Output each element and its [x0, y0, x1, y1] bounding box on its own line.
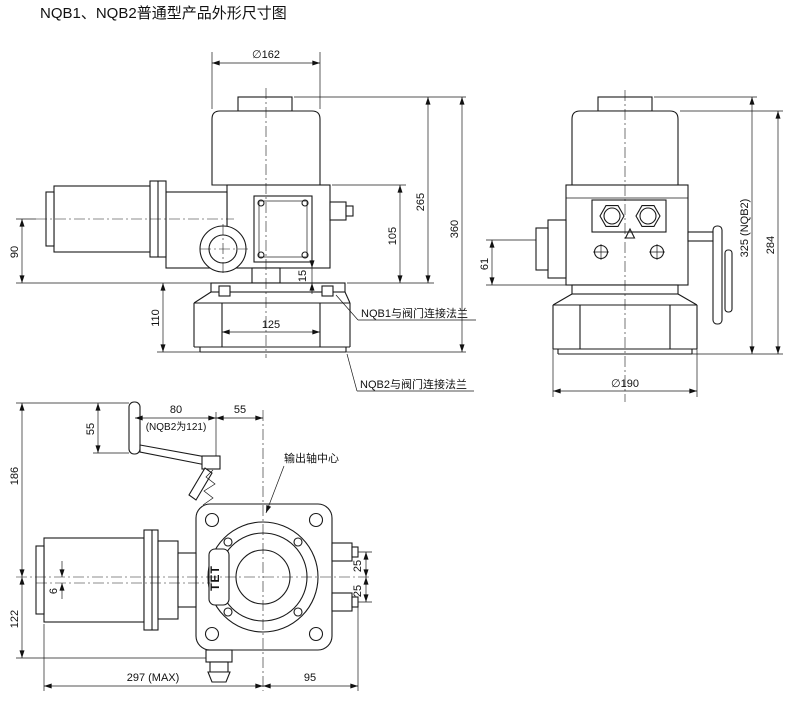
dim-front-height-105: 105 [387, 227, 399, 245]
front-view [45, 96, 354, 353]
dim-top-width-55: 55 [234, 404, 246, 416]
dim-top-height-186: 186 [9, 467, 21, 485]
dim-front-base-height-110: 110 [150, 309, 162, 327]
front-motor [45, 180, 247, 273]
front-body [226, 184, 354, 269]
dim-side-height-325-nqb2: 325 (NQB2) [739, 199, 751, 258]
dim-top-width-297-max: 297 (MAX) [127, 672, 180, 684]
dim-top-offset-25b: 25 [352, 585, 364, 597]
top-motor [35, 529, 197, 631]
dim-side-base-diameter: ∅190 [611, 378, 639, 390]
label-nqb2-flange: NQB2与阀门连接法兰 [360, 377, 467, 391]
dim-front-total-height: 360 [449, 220, 461, 238]
side-view [535, 96, 733, 355]
leader-nqb2-flange [346, 353, 474, 392]
leader-nqb1-flange [335, 294, 476, 321]
top-declutch-lever [128, 401, 221, 506]
dim-front-height-90: 90 [9, 246, 21, 258]
centerlines [16, 88, 626, 691]
dim-front-base-width-125: 125 [262, 319, 280, 331]
dim-front-top-diameter: ∅162 [252, 49, 280, 61]
dim-top-handle-55: 55 [85, 423, 97, 435]
top-view [35, 401, 359, 683]
dim-side-height-61: 61 [479, 258, 491, 270]
drawing-title: NQB1、NQB2普通型产品外形尺寸图 [40, 5, 287, 22]
dim-front-thickness-15: 15 [297, 270, 309, 282]
dim-top-width-80: 80 [170, 404, 182, 416]
front-base-flange [193, 267, 351, 353]
dim-front-height-265: 265 [415, 193, 427, 211]
drawing-text: NQB1、NQB2普通型产品外形尺寸图 ∅162 360 265 105 15 … [9, 5, 777, 684]
label-output-shaft-center: 输出轴中心 [284, 451, 339, 465]
dim-top-note-nqb2-121: (NQB2为121) [146, 421, 207, 433]
front-dimensions [16, 52, 476, 392]
dim-top-width-95: 95 [304, 672, 316, 684]
brand-plate-text: TET [208, 565, 222, 591]
top-conduit-entry [205, 649, 233, 683]
dim-top-height-122: 122 [9, 610, 21, 628]
side-dimensions [486, 96, 783, 397]
top-dimensions [16, 402, 372, 691]
dim-side-height-284: 284 [765, 236, 777, 254]
label-nqb1-flange: NQB1与阀门连接法兰 [361, 306, 468, 320]
dim-top-offset-25a: 25 [352, 560, 364, 572]
leader-output-center [265, 465, 285, 514]
side-body [535, 184, 689, 286]
side-handwheel [687, 225, 733, 325]
dim-top-offset-6: 6 [48, 588, 60, 594]
top-terminal-blocks [331, 542, 359, 612]
